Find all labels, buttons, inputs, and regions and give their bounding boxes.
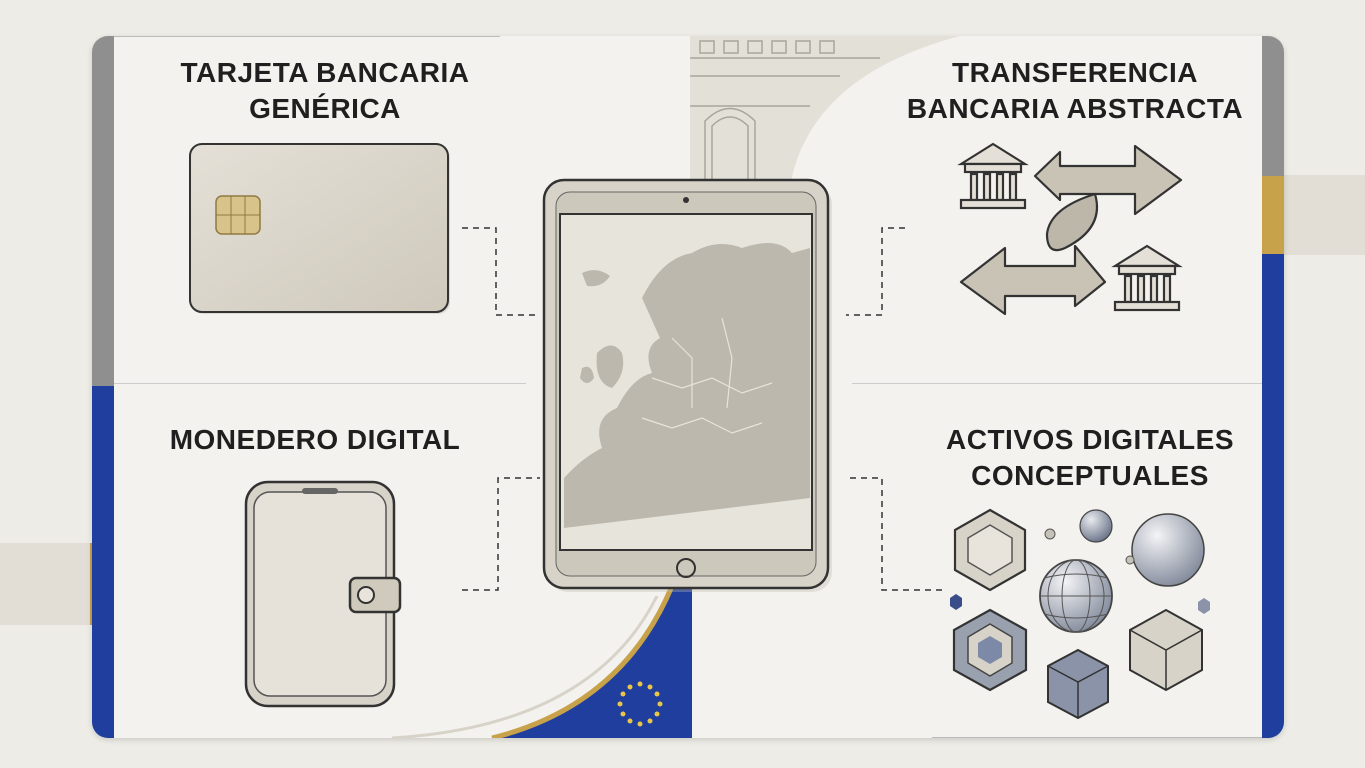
assets-label: ACTIVOS DIGITALES CONCEPTUALES (900, 422, 1280, 494)
bank-transfer-icon (957, 142, 1183, 316)
connector-transfer (846, 227, 905, 316)
eu-flag-corner (491, 586, 692, 738)
assets-label-line1: ACTIVOS DIGITALES (946, 424, 1234, 455)
decorative-curve (392, 596, 659, 738)
connector-assets (846, 477, 942, 591)
right-edge-gray (1262, 36, 1284, 176)
tablet-europe-map-icon (542, 178, 832, 592)
divider-mid-left (114, 383, 526, 384)
assets-label-line2: CONCEPTUALES (971, 460, 1209, 491)
right-edge-blue (1262, 254, 1284, 738)
wallet-label: MONEDERO DIGITAL (130, 422, 500, 458)
divider-top-left (114, 36, 500, 37)
divider-mid-right (852, 383, 1262, 384)
phone-wallet-icon (244, 480, 402, 708)
card-label-line1: TARJETA BANCARIA (180, 57, 470, 88)
transfer-label-line2: BANCARIA ABSTRACTA (906, 93, 1244, 124)
digital-assets-icon (950, 508, 1210, 720)
left-edge-gray (92, 36, 114, 386)
connector-wallet (462, 477, 540, 591)
right-edge-gold (1262, 176, 1284, 254)
left-edge-blue (92, 386, 114, 738)
transfer-label-line1: TRANSFERENCIA (951, 57, 1199, 88)
card-label-line2: GENÉRICA (249, 93, 401, 124)
wallet-label-line1: MONEDERO DIGITAL (169, 424, 461, 455)
bank-card-icon (189, 143, 450, 314)
architecture-decoration (690, 36, 960, 186)
connector-card (462, 227, 540, 316)
transfer-label: TRANSFERENCIA BANCARIA ABSTRACTA (880, 55, 1270, 127)
card-label: TARJETA BANCARIA GENÉRICA (140, 55, 510, 127)
divider-bottom-right (932, 737, 1262, 738)
